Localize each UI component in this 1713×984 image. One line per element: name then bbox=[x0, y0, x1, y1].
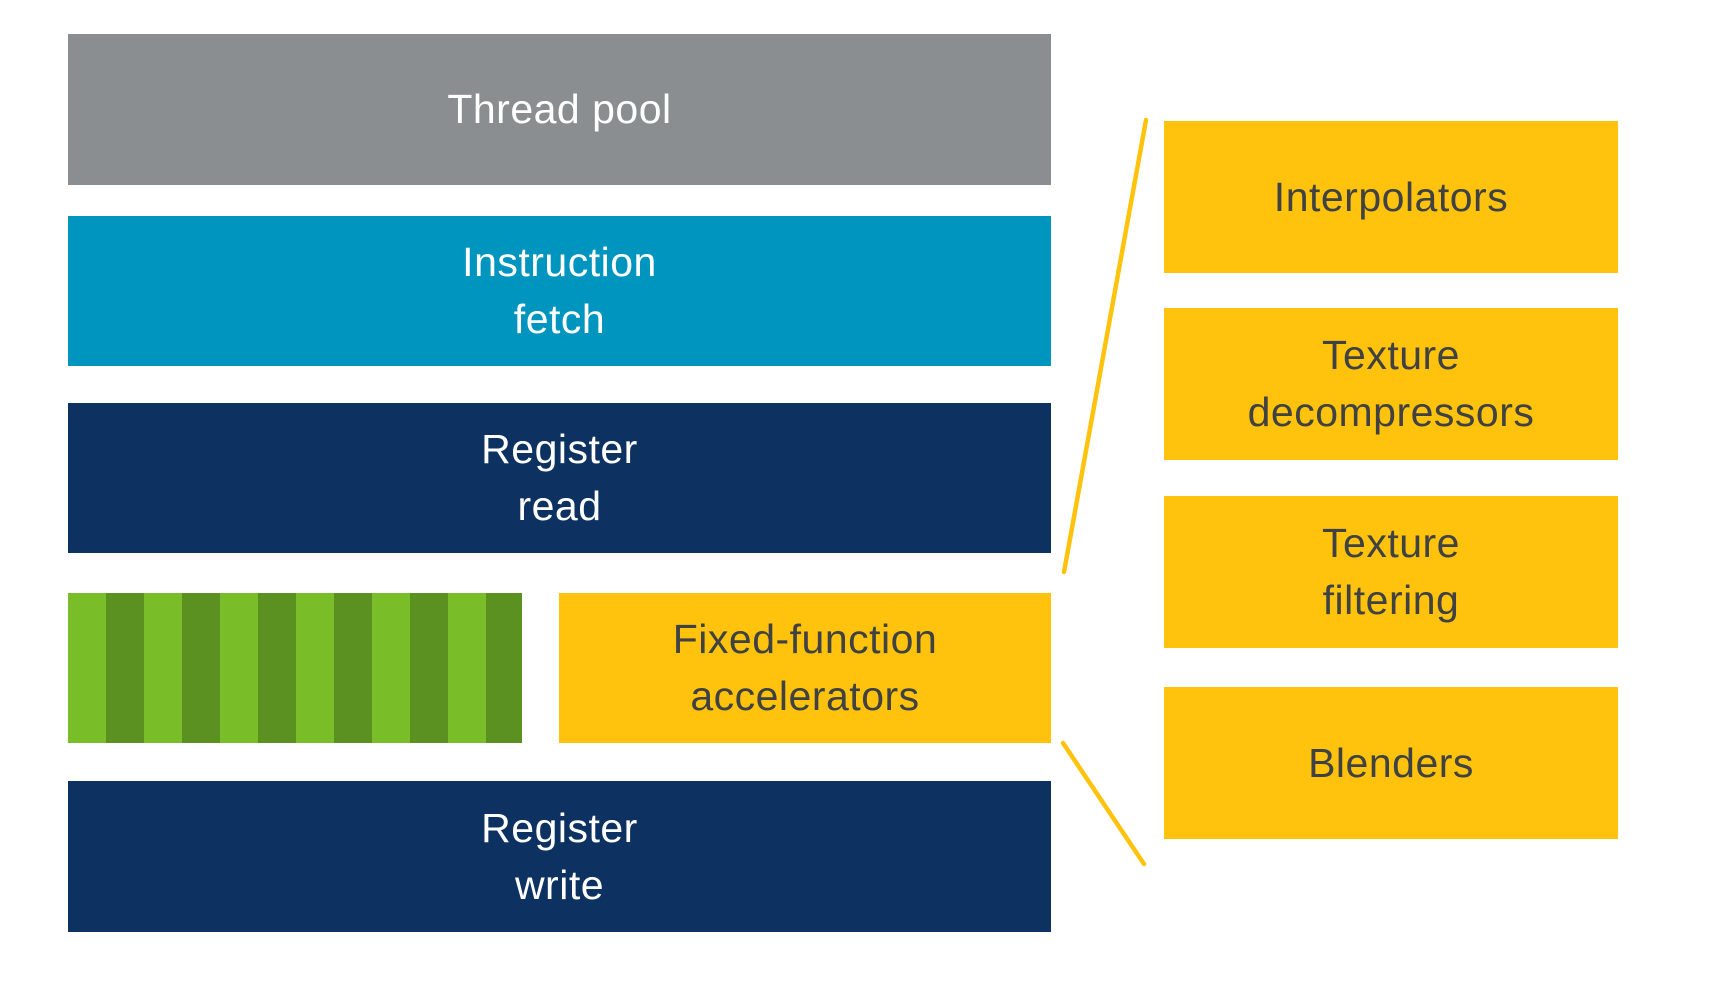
texture-decompressors-label-line2: decompressors bbox=[1247, 389, 1535, 435]
register-write-label-line2: write bbox=[514, 861, 605, 908]
thread-pool-box: Thread pool bbox=[68, 34, 1051, 185]
instruction-fetch-box: Instruction fetch bbox=[68, 216, 1051, 366]
register-write-box: Register write bbox=[68, 781, 1051, 932]
register-read-label-line2: read bbox=[517, 483, 602, 529]
texture-filtering-label-line2: filtering bbox=[1322, 577, 1460, 623]
callout-line-bottom bbox=[1060, 740, 1147, 867]
texture-decompressors-label-line1: Texture bbox=[1322, 332, 1460, 378]
fixed-function-label-line1: Fixed-function bbox=[672, 616, 938, 662]
interpolators-label: Interpolators bbox=[1273, 173, 1509, 220]
fixed-function-accelerators-box: Fixed-function accelerators bbox=[559, 593, 1051, 743]
texture-decompressors-box: Texture decompressors bbox=[1164, 308, 1618, 460]
instruction-fetch-label-line2: fetch bbox=[513, 296, 606, 342]
instruction-fetch-label-line1: Instruction bbox=[462, 239, 657, 285]
interpolators-box: Interpolators bbox=[1164, 121, 1618, 273]
blenders-label: Blenders bbox=[1308, 739, 1474, 786]
texture-filtering-label-line1: Texture bbox=[1322, 520, 1460, 566]
blenders-box: Blenders bbox=[1164, 687, 1618, 839]
register-read-label-line1: Register bbox=[481, 426, 638, 472]
callout-line-top bbox=[1061, 117, 1149, 575]
green-striped-block bbox=[68, 593, 522, 743]
register-read-box: Register read bbox=[68, 403, 1051, 553]
fixed-function-label-line2: accelerators bbox=[690, 673, 920, 719]
thread-pool-label: Thread pool bbox=[447, 86, 672, 132]
register-write-label-line1: Register bbox=[481, 804, 638, 851]
texture-filtering-box: Texture filtering bbox=[1164, 496, 1618, 648]
